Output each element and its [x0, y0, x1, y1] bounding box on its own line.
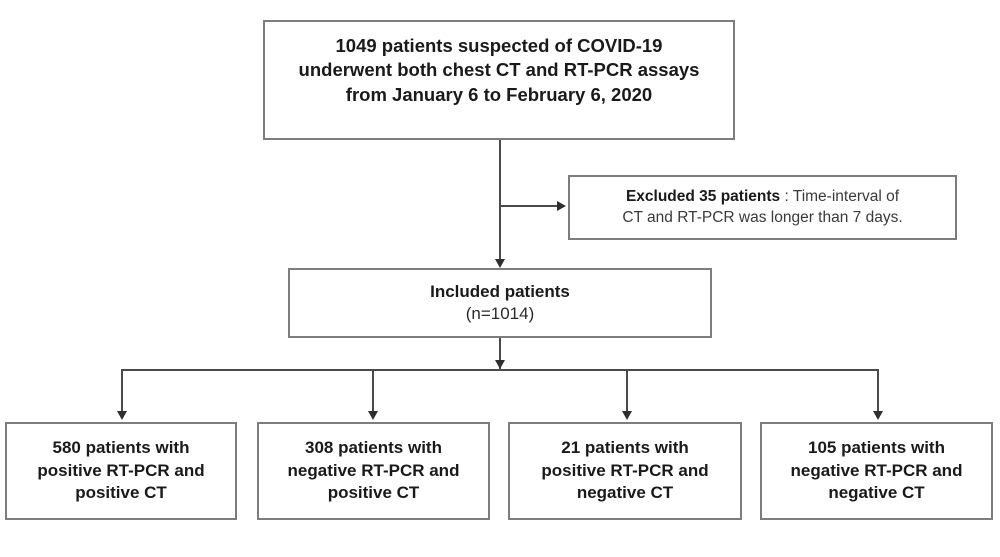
outcome-4-line-1: 105 patients with	[808, 438, 945, 458]
outcome-3-line-1: 21 patients with	[561, 438, 689, 458]
arrowhead-into-outcome-1	[117, 411, 127, 420]
excluded-box: Excluded 35 patients : Time-interval of …	[568, 175, 957, 240]
outcome-4-line-3: negative CT	[828, 483, 925, 503]
included-box: Included patients (n=1014)	[288, 268, 712, 338]
outcome-1-line-1: 580 patients with	[52, 438, 190, 458]
arrowhead-into-included	[495, 259, 505, 268]
connector-included-to-split	[499, 338, 501, 370]
outcome-3-line-3: negative CT	[576, 483, 674, 503]
outcome-1-line-2: positive RT-PCR and	[37, 460, 205, 480]
outcome-positive-pcr-negative-ct: 21 patients with positive RT-PCR and neg…	[508, 422, 742, 520]
included-title: Included patients	[430, 281, 570, 301]
connector-split-to-outcome-2	[372, 369, 374, 415]
outcome-2-line-2: negative RT-PCR and	[287, 460, 460, 480]
enrolled-line-1: 1049 patients suspected of COVID-19	[335, 35, 663, 56]
arrowhead-into-outcome-3	[622, 411, 632, 420]
split-distributor-bar	[122, 369, 879, 371]
outcome-positive-pcr-positive-ct: 580 patients with positive RT-PCR and po…	[5, 422, 237, 520]
arrowhead-into-excluded	[557, 201, 566, 211]
connector-split-to-outcome-3	[626, 369, 628, 415]
excluded-reason-part-2: CT and RT-PCR was longer than 7 days.	[622, 208, 903, 226]
outcome-4-line-2: negative RT-PCR and	[790, 460, 963, 480]
included-count: (n=1014)	[465, 304, 535, 323]
outcome-3-line-2: positive RT-PCR and	[541, 460, 709, 480]
arrowhead-into-outcome-2	[368, 411, 378, 420]
excluded-line-1: Excluded 35 patients : Time-interval of	[626, 187, 899, 207]
outcome-2-line-3: positive CT	[327, 483, 420, 503]
excluded-count-label: Excluded 35 patients	[625, 188, 781, 206]
enrolled-box: 1049 patients suspected of COVID-19 unde…	[263, 20, 735, 140]
excluded-reason-part-1: : Time-interval of	[780, 188, 900, 206]
enrolled-line-3: from January 6 to February 6, 2020	[345, 83, 653, 105]
outcome-negative-pcr-negative-ct: 105 patients with negative RT-PCR and ne…	[760, 422, 993, 520]
outcome-2-line-1: 308 patients with	[305, 438, 442, 458]
connector-trunk-to-excluded	[499, 205, 559, 207]
enrolled-line-2: underwent both chest CT and RT-PCR assay…	[298, 59, 700, 81]
connector-split-to-outcome-1	[121, 369, 123, 415]
arrowhead-into-outcome-4	[873, 411, 883, 420]
outcome-negative-pcr-positive-ct: 308 patients with negative RT-PCR and po…	[257, 422, 490, 520]
connector-split-to-outcome-4	[877, 369, 879, 415]
connector-enrolled-to-included	[499, 140, 501, 261]
arrowhead-into-split-bar	[495, 360, 505, 369]
outcome-1-line-3: positive CT	[75, 483, 167, 503]
